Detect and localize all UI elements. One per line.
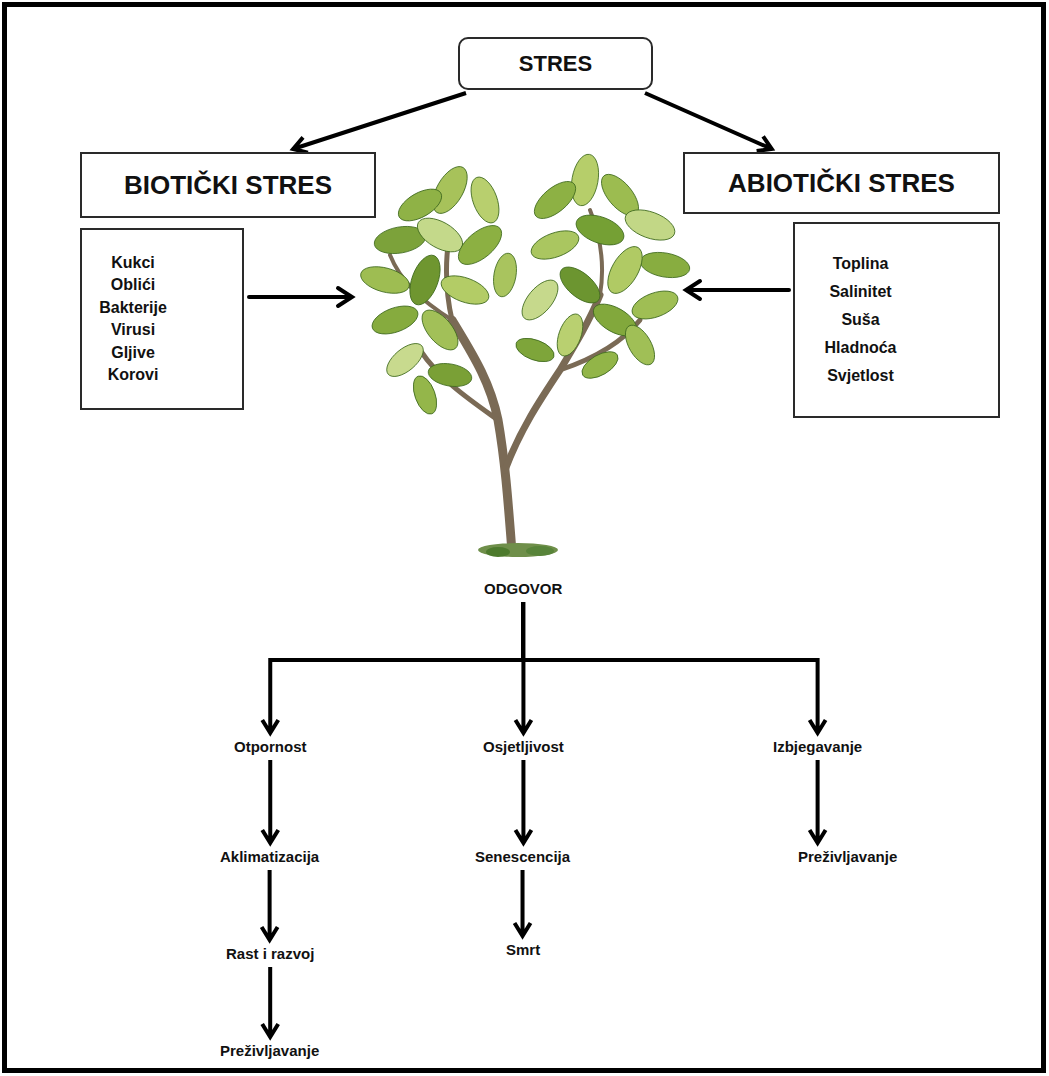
response-step: Preživljavanje (794, 846, 901, 867)
node-text: Aklimatizacija (220, 848, 319, 865)
root-box: STRES (458, 37, 653, 90)
node-text: Svjetlost (827, 362, 894, 390)
node-text: Smrt (506, 941, 540, 958)
node-text: Osjetljivost (483, 738, 564, 755)
node-text: BIOTIČKI STRES (124, 170, 332, 201)
category-box: BIOTIČKI STRES (80, 152, 376, 218)
response-label: ODGOVOR (480, 578, 566, 599)
response-step: Otpornost (230, 736, 311, 757)
node-text: Bakterije (99, 297, 167, 320)
response-step: Senescencija (471, 846, 574, 867)
response-step: Izbjegavanje (769, 736, 866, 757)
node-text: Virusi (111, 319, 155, 342)
node-text: Hladnoća (824, 334, 896, 362)
node-text: Izbjegavanje (773, 738, 862, 755)
node-text: Oblići (111, 274, 155, 297)
node-text: Korovi (108, 364, 159, 387)
category-box: ABIOTIČKI STRES (683, 152, 1000, 214)
node-text: Otpornost (234, 738, 307, 755)
response-step: Rast i razvoj (222, 943, 318, 964)
arrow-connector (515, 760, 531, 843)
arrow-connector (523, 602, 825, 733)
list-box: ToplinaSalinitetSušaHladnoćaSvjetlost (793, 222, 1000, 418)
node-text: Kukci (111, 252, 155, 275)
node-text: Preživljavanje (220, 1042, 319, 1059)
arrow-connector (262, 760, 278, 843)
node-text: Preživljavanje (798, 848, 897, 865)
arrow-connector (515, 870, 531, 936)
node-text: STRES (519, 51, 592, 77)
node-text: Toplina (833, 250, 889, 278)
node-text: Gljive (111, 342, 155, 365)
node-text: Salinitet (829, 278, 891, 306)
response-step: Preživljavanje (216, 1040, 323, 1061)
list-box: KukciOblićiBakterijeVirusiGljiveKorovi (80, 228, 244, 410)
response-step: Aklimatizacija (216, 846, 323, 867)
response-step: Osjetljivost (479, 736, 568, 757)
node-text: ABIOTIČKI STRES (728, 168, 955, 199)
arrow-connector (293, 93, 466, 153)
node-text: Senescencija (475, 848, 570, 865)
arrow-connector (810, 760, 826, 843)
arrow-connector (262, 870, 278, 940)
response-step: Smrt (502, 939, 544, 960)
arrow-connector (262, 967, 278, 1037)
pointer-arrows (249, 281, 789, 306)
arrow-connector (262, 602, 523, 733)
node-text: Suša (841, 306, 879, 334)
arrow-connector (645, 93, 772, 151)
node-text: ODGOVOR (484, 580, 562, 597)
node-text: Rast i razvoj (226, 945, 314, 962)
